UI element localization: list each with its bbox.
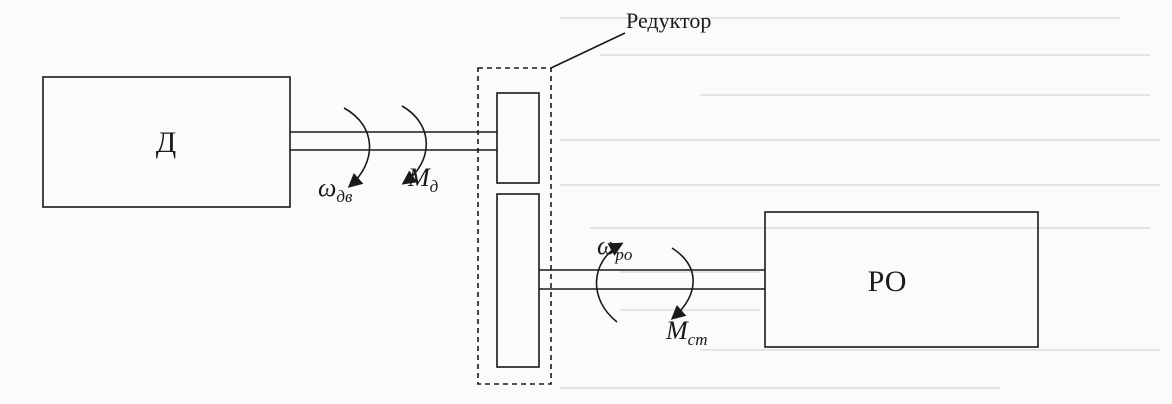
working-body-label: РО [868, 265, 907, 298]
input-shaft [290, 131, 497, 151]
gearbox-boundary [477, 67, 552, 385]
motor-torque-arrow [401, 105, 427, 185]
output-shaft [539, 269, 765, 290]
motor-speed-label: ωдв [318, 173, 353, 206]
load-torque-label: Mст [665, 316, 708, 349]
output-speed-label: ωро [597, 231, 632, 264]
output-gear [496, 193, 540, 368]
working-body-block [764, 211, 1039, 348]
gearbox-callout-line [550, 32, 626, 69]
output-speed-arrow [595, 242, 624, 323]
motor-torque-label: Mд [407, 163, 439, 196]
input-gear [496, 92, 540, 184]
gearbox-label: Редуктор [626, 8, 711, 33]
motor-speed-arrow [343, 107, 371, 188]
bleed-through-background [560, 17, 1160, 389]
load-torque-arrow [670, 247, 694, 320]
motor-label: Д [156, 126, 176, 159]
motor-block [42, 76, 291, 208]
